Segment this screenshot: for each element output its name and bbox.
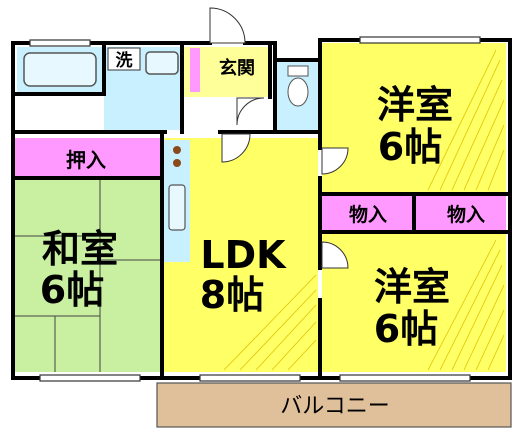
western-room-top-size: 6帖 xyxy=(378,125,442,169)
storage-right-label: 物入 xyxy=(447,203,485,226)
western-room-top-floor xyxy=(322,43,506,194)
storage-left-area xyxy=(322,196,413,230)
oshiire-closet xyxy=(13,138,161,178)
tatami-grid xyxy=(13,180,161,372)
japanese-room-size: 6帖 xyxy=(40,268,104,312)
ldk-size: 8帖 xyxy=(200,273,264,317)
ldk-name: LDK xyxy=(200,233,287,277)
floor-hatch xyxy=(223,49,505,371)
wash-basin xyxy=(145,51,179,75)
storage-right-area xyxy=(415,196,506,230)
balcony-area xyxy=(156,382,512,428)
western-room-top-name: 洋室 xyxy=(377,83,453,127)
entrance-shoe-closet xyxy=(190,48,200,92)
balcony-label: バルコニー xyxy=(280,394,390,419)
japanese-room-name: 和室 xyxy=(42,227,118,271)
japanese-room-floor xyxy=(13,180,161,372)
stove-burner xyxy=(173,146,181,154)
laundry-label: 洗 xyxy=(116,50,133,71)
entrance-label: 玄関 xyxy=(219,57,255,79)
western-room-bottom-size: 6帖 xyxy=(374,307,438,351)
storage-left-label: 物入 xyxy=(349,203,387,226)
oshiire-label: 押入 xyxy=(66,148,106,172)
bathtub xyxy=(23,52,97,87)
windows xyxy=(29,36,481,382)
stove-burner xyxy=(173,159,181,167)
toilet-tank xyxy=(287,65,309,77)
toilet-bowl xyxy=(287,77,309,107)
western-room-bottom-floor xyxy=(322,232,506,372)
western-room-bottom-name: 洋室 xyxy=(374,265,450,309)
laundry-label-box xyxy=(107,47,141,71)
door-swings xyxy=(209,7,349,269)
kitchen-sink xyxy=(168,184,186,231)
